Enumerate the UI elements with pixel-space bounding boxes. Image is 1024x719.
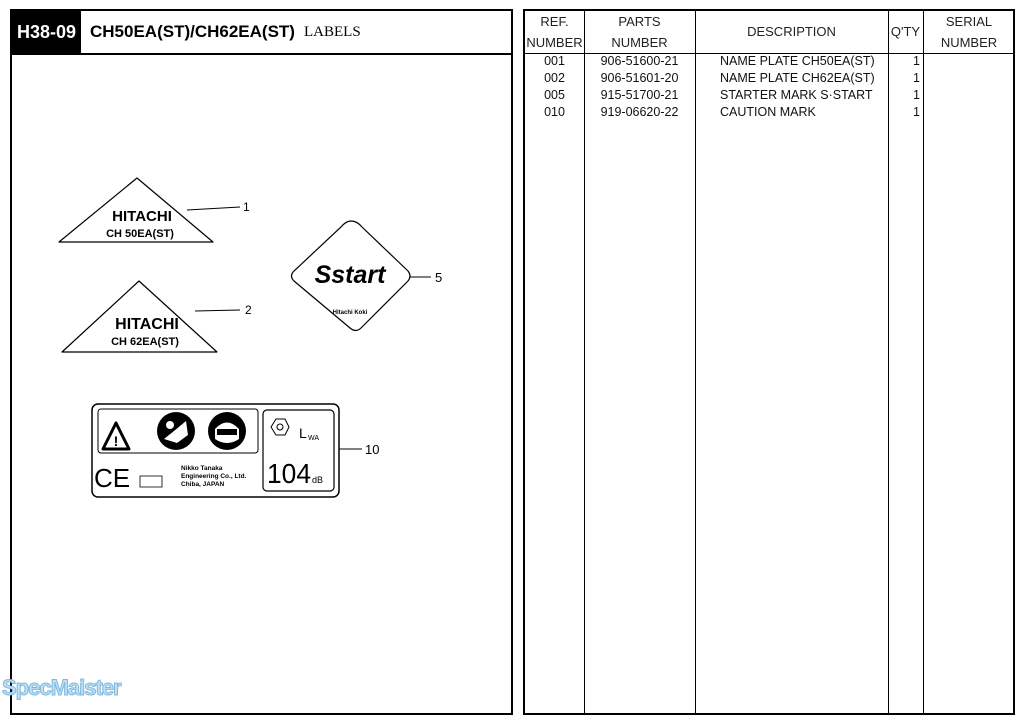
- callout-10: 10: [365, 442, 379, 457]
- svg-text:Hitachi Koki: Hitachi Koki: [333, 310, 368, 316]
- svg-text:Chiba, JAPAN: Chiba, JAPAN: [181, 481, 225, 488]
- warning-icon: [101, 421, 131, 451]
- header-ref-number: REF.NUMBER: [526, 14, 583, 50]
- svg-text:CH 50EA(ST): CH 50EA(ST): [106, 228, 174, 240]
- page-header: H38-09 CH50EA(ST)/CH62EA(ST) LABELS: [12, 11, 511, 55]
- ce-mark: CE: [94, 463, 130, 493]
- table-row[interactable]: 002 906-51601-20 NAME PLATE CH62EA(ST) 1: [544, 71, 920, 85]
- table-row[interactable]: 010 919-06620-22 CAUTION MARK 1: [544, 105, 920, 119]
- caution-mark: ! CE Nikko Tanaka Engineering Co., Ltd. …: [91, 403, 379, 498]
- watermark-logo: SpecMaister: [2, 675, 123, 701]
- svg-text:WA: WA: [308, 435, 319, 442]
- diagram-panel: H38-09 CH50EA(ST)/CH62EA(ST) LABELS HITA…: [10, 9, 513, 715]
- svg-text:L: L: [299, 425, 307, 441]
- name-plate-ch50: HITACHI CH 50EA(ST) 1: [58, 177, 250, 243]
- table-row[interactable]: 001 906-51600-21 NAME PLATE CH50EA(ST) 1: [544, 54, 920, 68]
- labels-diagram: HITACHI CH 50EA(ST) 1 HITACHI CH 62EA(ST…: [58, 177, 442, 498]
- starter-mark: Sstart Hitachi Koki 5: [290, 220, 442, 332]
- section-title: LABELS: [304, 24, 361, 40]
- svg-text:HITACHI: HITACHI: [115, 316, 179, 333]
- svg-text:104: 104: [267, 458, 311, 489]
- table-row[interactable]: 005 915-51700-21 STARTER MARK S·START 1: [544, 88, 920, 102]
- svg-text:dB: dB: [312, 475, 323, 485]
- svg-text:!: !: [114, 433, 119, 449]
- svg-text:Sstart: Sstart: [315, 261, 388, 289]
- page-code: H38-09: [12, 11, 81, 53]
- sound-icon: [270, 418, 290, 436]
- header-qty: Q'TY: [890, 24, 921, 39]
- model-title: CH50EA(ST)/CH62EA(ST): [90, 22, 295, 41]
- header-description: DESCRIPTION: [747, 24, 836, 39]
- svg-text:CH 62EA(ST): CH 62EA(ST): [111, 336, 179, 348]
- callout-2: 2: [245, 303, 252, 317]
- svg-text:HITACHI: HITACHI: [112, 208, 172, 225]
- svg-text:Engineering Co., Ltd.: Engineering Co., Ltd.: [181, 473, 247, 480]
- callout-5: 5: [435, 270, 442, 285]
- svg-text:Nikko Tanaka: Nikko Tanaka: [181, 465, 223, 472]
- name-plate-ch62: HITACHI CH 62EA(ST) 2: [61, 280, 252, 353]
- callout-1: 1: [243, 200, 250, 214]
